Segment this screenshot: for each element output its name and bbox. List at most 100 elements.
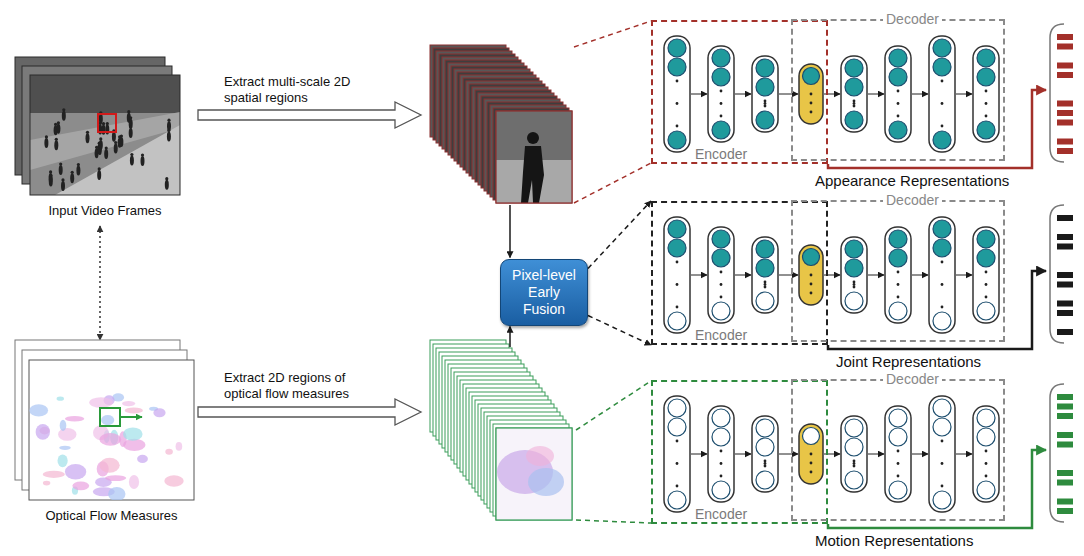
pedestrian — [129, 119, 133, 129]
decoder-box: Decoder — [791, 200, 1005, 342]
output-label: Joint Representations — [836, 353, 1036, 371]
flow-blob — [65, 464, 86, 480]
feature-cell — [1057, 394, 1073, 400]
output-label: Motion Representations — [815, 532, 1040, 550]
neuron — [845, 471, 863, 489]
neuron — [845, 292, 863, 310]
ellipsis-dot — [720, 271, 723, 274]
video-frame — [30, 75, 180, 195]
pedestrian — [76, 166, 80, 176]
pedestrian-head — [141, 153, 144, 156]
flow-blob — [58, 454, 68, 467]
ellipsis-dot — [764, 283, 767, 286]
feature-cell — [1057, 442, 1073, 448]
network-layer — [708, 46, 734, 142]
appearance-patch — [496, 111, 572, 203]
layer-arrow — [735, 454, 751, 455]
neuron — [756, 240, 774, 258]
network-layer — [664, 217, 690, 333]
pedestrian — [165, 180, 169, 190]
network-layer — [973, 406, 999, 502]
neuron — [712, 68, 730, 86]
feature-cell — [1057, 413, 1073, 419]
pedestrian — [99, 140, 103, 150]
network-layer — [929, 396, 955, 512]
neuron — [712, 409, 730, 427]
region-box — [100, 408, 120, 426]
ellipsis-dot — [941, 485, 944, 488]
ellipsis-dot — [853, 462, 856, 465]
patch-ground — [496, 111, 572, 203]
ellipsis-dot — [853, 105, 856, 108]
neuron — [756, 292, 774, 310]
layer-arrow — [868, 94, 884, 95]
bottleneck-layer — [799, 245, 823, 305]
neuron — [712, 230, 730, 248]
neuron — [977, 230, 995, 248]
ellipsis-dot — [720, 283, 723, 286]
pedestrian — [49, 177, 53, 187]
neuron — [889, 49, 907, 67]
ellipsis-dot — [676, 125, 679, 128]
ellipsis-dot — [676, 485, 679, 488]
person-body — [521, 146, 544, 203]
neuron — [668, 239, 686, 257]
feature-cell — [1057, 470, 1073, 476]
ellipsis-dot — [764, 102, 767, 105]
layer-arrow — [868, 275, 884, 276]
flow-frame — [29, 360, 194, 500]
ellipsis-dot — [985, 450, 988, 453]
pedestrian — [129, 128, 133, 138]
encoder-box: Encoder — [651, 380, 828, 524]
pedestrian-head — [120, 135, 123, 138]
decoder-box: Decoder — [791, 379, 1005, 521]
layer-arrow — [735, 275, 751, 276]
motion-patch-ground — [496, 428, 572, 520]
neuron — [933, 131, 951, 149]
ellipsis-dot — [985, 283, 988, 286]
ellipsis-dot — [985, 102, 988, 105]
network-layer — [664, 396, 690, 512]
feature-cell — [1057, 139, 1073, 145]
layer-arrow — [779, 454, 798, 455]
feature-cell — [1057, 110, 1073, 116]
flow-arrow — [120, 416, 142, 418]
neuron — [977, 68, 995, 86]
flow-blob — [153, 408, 165, 417]
fusion-box: Pixel-level Early Fusion — [500, 259, 588, 326]
pedestrian — [119, 137, 123, 147]
zoom-line — [576, 520, 651, 523]
flow-blob — [65, 416, 84, 422]
neuron — [977, 428, 995, 446]
flow-blob — [101, 415, 114, 425]
neuron — [933, 491, 951, 509]
ellipsis-dot — [985, 462, 988, 465]
ellipsis-dot — [853, 283, 856, 286]
ellipsis-dot — [720, 462, 723, 465]
ellipsis-dot — [985, 296, 988, 299]
ellipsis-dot — [897, 90, 900, 93]
section-title: Encoder — [695, 327, 747, 343]
ellipsis-dot — [720, 450, 723, 453]
ellipsis-dot — [810, 471, 813, 474]
ellipsis-dot — [853, 286, 856, 289]
pedestrian-head — [102, 122, 105, 125]
pedestrian — [114, 144, 118, 154]
ellipsis-dot — [853, 465, 856, 468]
network-layer — [885, 406, 911, 502]
appearance-patch — [496, 111, 572, 203]
feature-cell — [1057, 432, 1073, 438]
neuron — [845, 259, 863, 277]
pedestrian — [56, 124, 60, 134]
feature-cell — [1057, 310, 1073, 316]
neuron — [977, 121, 995, 139]
pedestrian-head — [98, 167, 101, 170]
layer-arrow — [779, 94, 798, 95]
layer-arrow — [956, 454, 972, 455]
zoom-line — [574, 163, 651, 203]
flow-blob — [58, 428, 76, 441]
neuron — [889, 121, 907, 139]
network-layer — [885, 46, 911, 142]
ellipsis-dot — [853, 102, 856, 105]
neuron — [756, 471, 774, 489]
